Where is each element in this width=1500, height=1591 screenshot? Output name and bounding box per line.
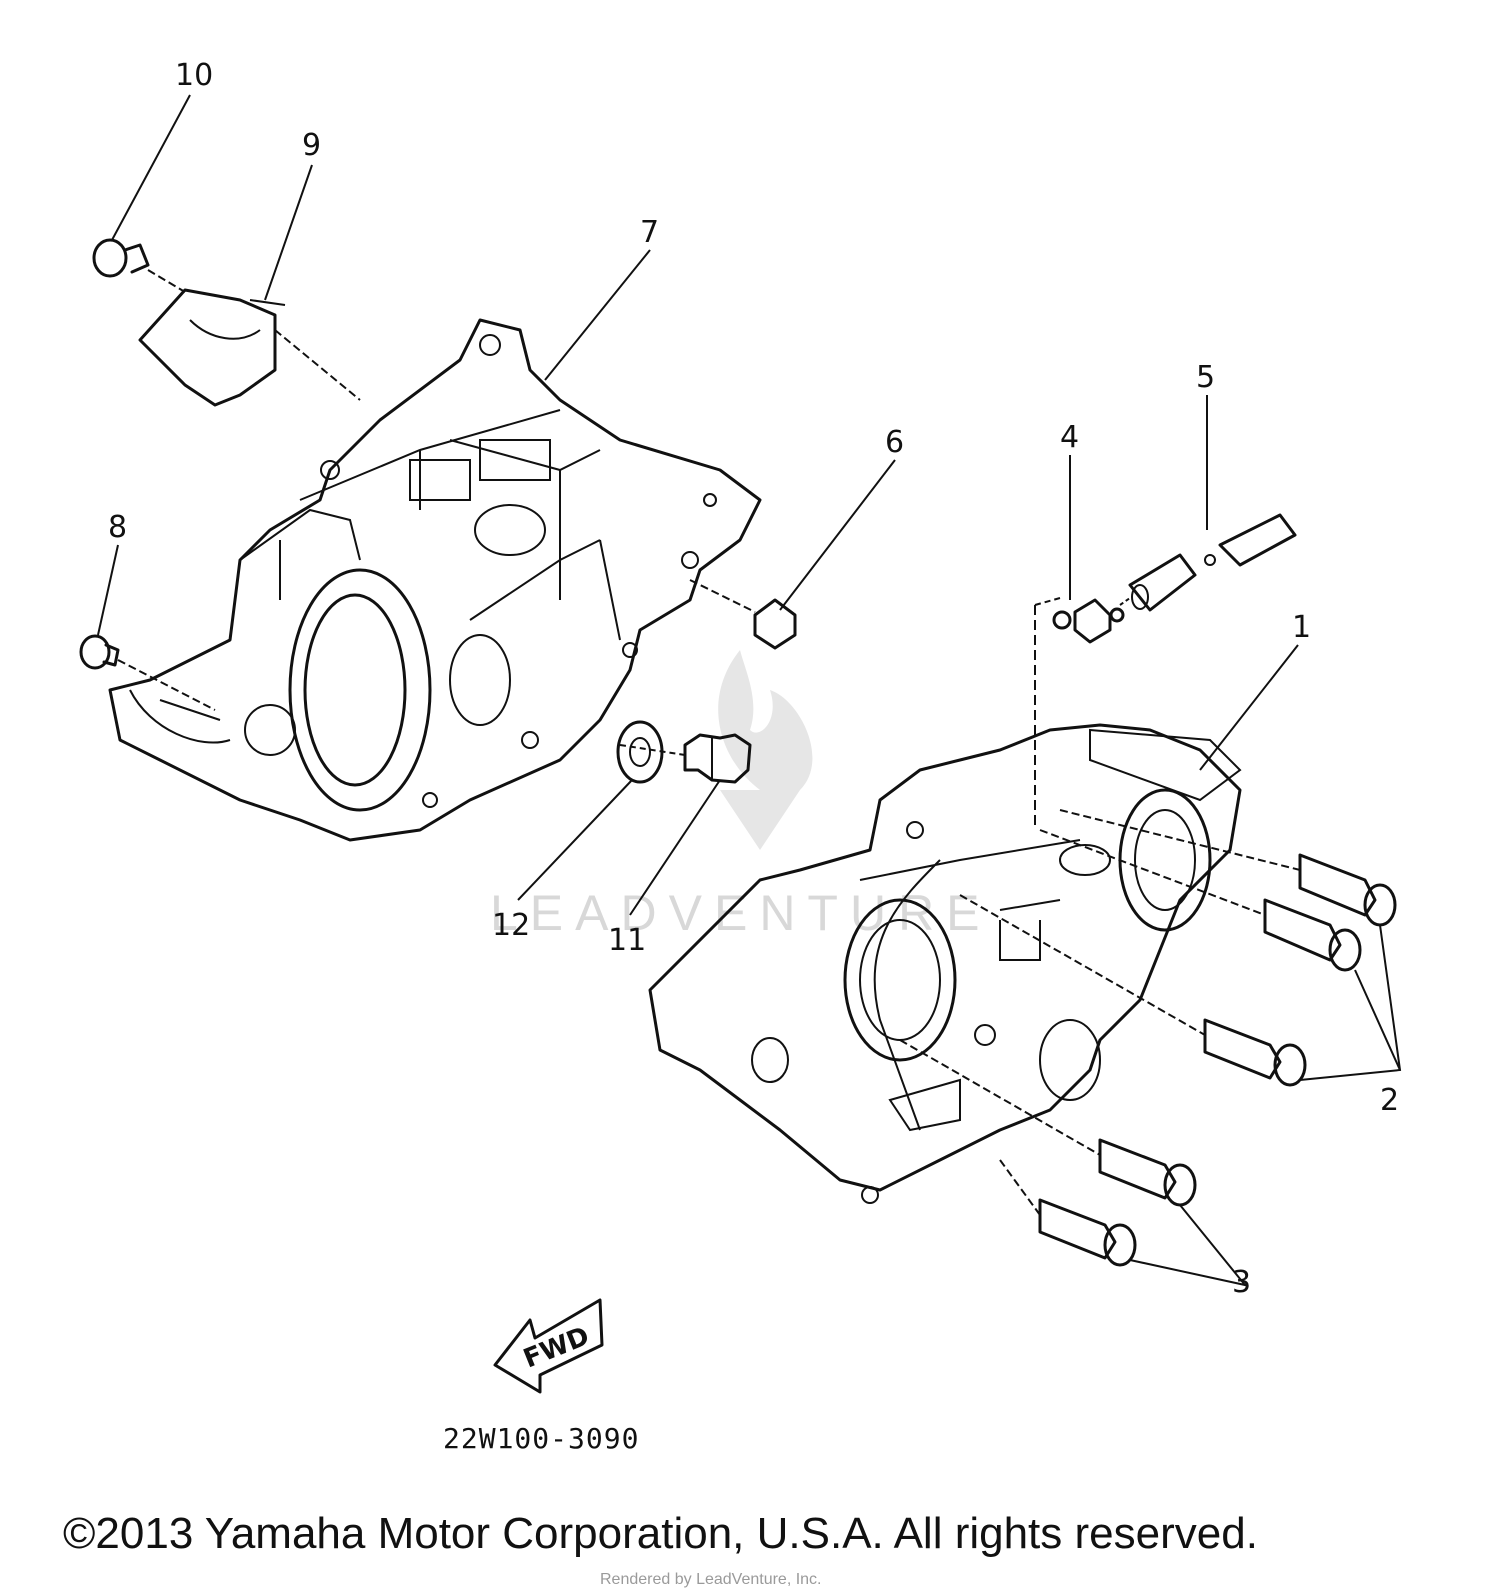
bolts-part-2 xyxy=(959,809,1402,1087)
assembly-lines xyxy=(274,329,686,756)
plug-part-8 xyxy=(79,634,216,711)
label-3: 3 xyxy=(1232,1265,1251,1300)
drain-plug-part-11 xyxy=(683,733,752,784)
copyright-text: ©2013 Yamaha Motor Corporation, U.S.A. A… xyxy=(63,1509,1258,1558)
diagram-code: 22W100-3090 xyxy=(443,1422,639,1455)
label-12: 12 xyxy=(492,908,530,943)
label-2: 2 xyxy=(1380,1083,1399,1118)
dowel-part-6 xyxy=(689,579,797,650)
watermark-text: LEADVENTURE xyxy=(490,885,992,941)
label-7: 7 xyxy=(640,215,659,250)
plate-part-9 xyxy=(138,288,286,407)
bolts-part-3 xyxy=(899,1039,1248,1287)
washer-part-12 xyxy=(616,720,664,784)
label-5: 5 xyxy=(1196,360,1215,395)
dowel-part-4 xyxy=(1052,598,1125,644)
label-6: 6 xyxy=(885,425,904,460)
bolt-part-10 xyxy=(92,238,186,293)
label-4: 4 xyxy=(1060,420,1079,455)
label-9: 9 xyxy=(302,128,321,163)
part-labels: 10 9 7 6 4 5 1 8 12 11 2 3 xyxy=(108,58,1399,1300)
fwd-arrow: FWD xyxy=(493,1298,604,1394)
label-1: 1 xyxy=(1292,610,1311,645)
leader-lines xyxy=(97,94,1299,916)
label-10: 10 xyxy=(175,58,213,93)
watermark: LEADVENTURE xyxy=(490,650,992,941)
label-11: 11 xyxy=(608,923,646,958)
label-8: 8 xyxy=(108,510,127,545)
rendered-by-text: Rendered by LeadVenture, Inc. xyxy=(600,1571,822,1588)
left-crankcase-part-7 xyxy=(108,318,762,842)
right-crankcase-part-1 xyxy=(648,597,1242,1204)
pin-part-5 xyxy=(1119,513,1297,612)
